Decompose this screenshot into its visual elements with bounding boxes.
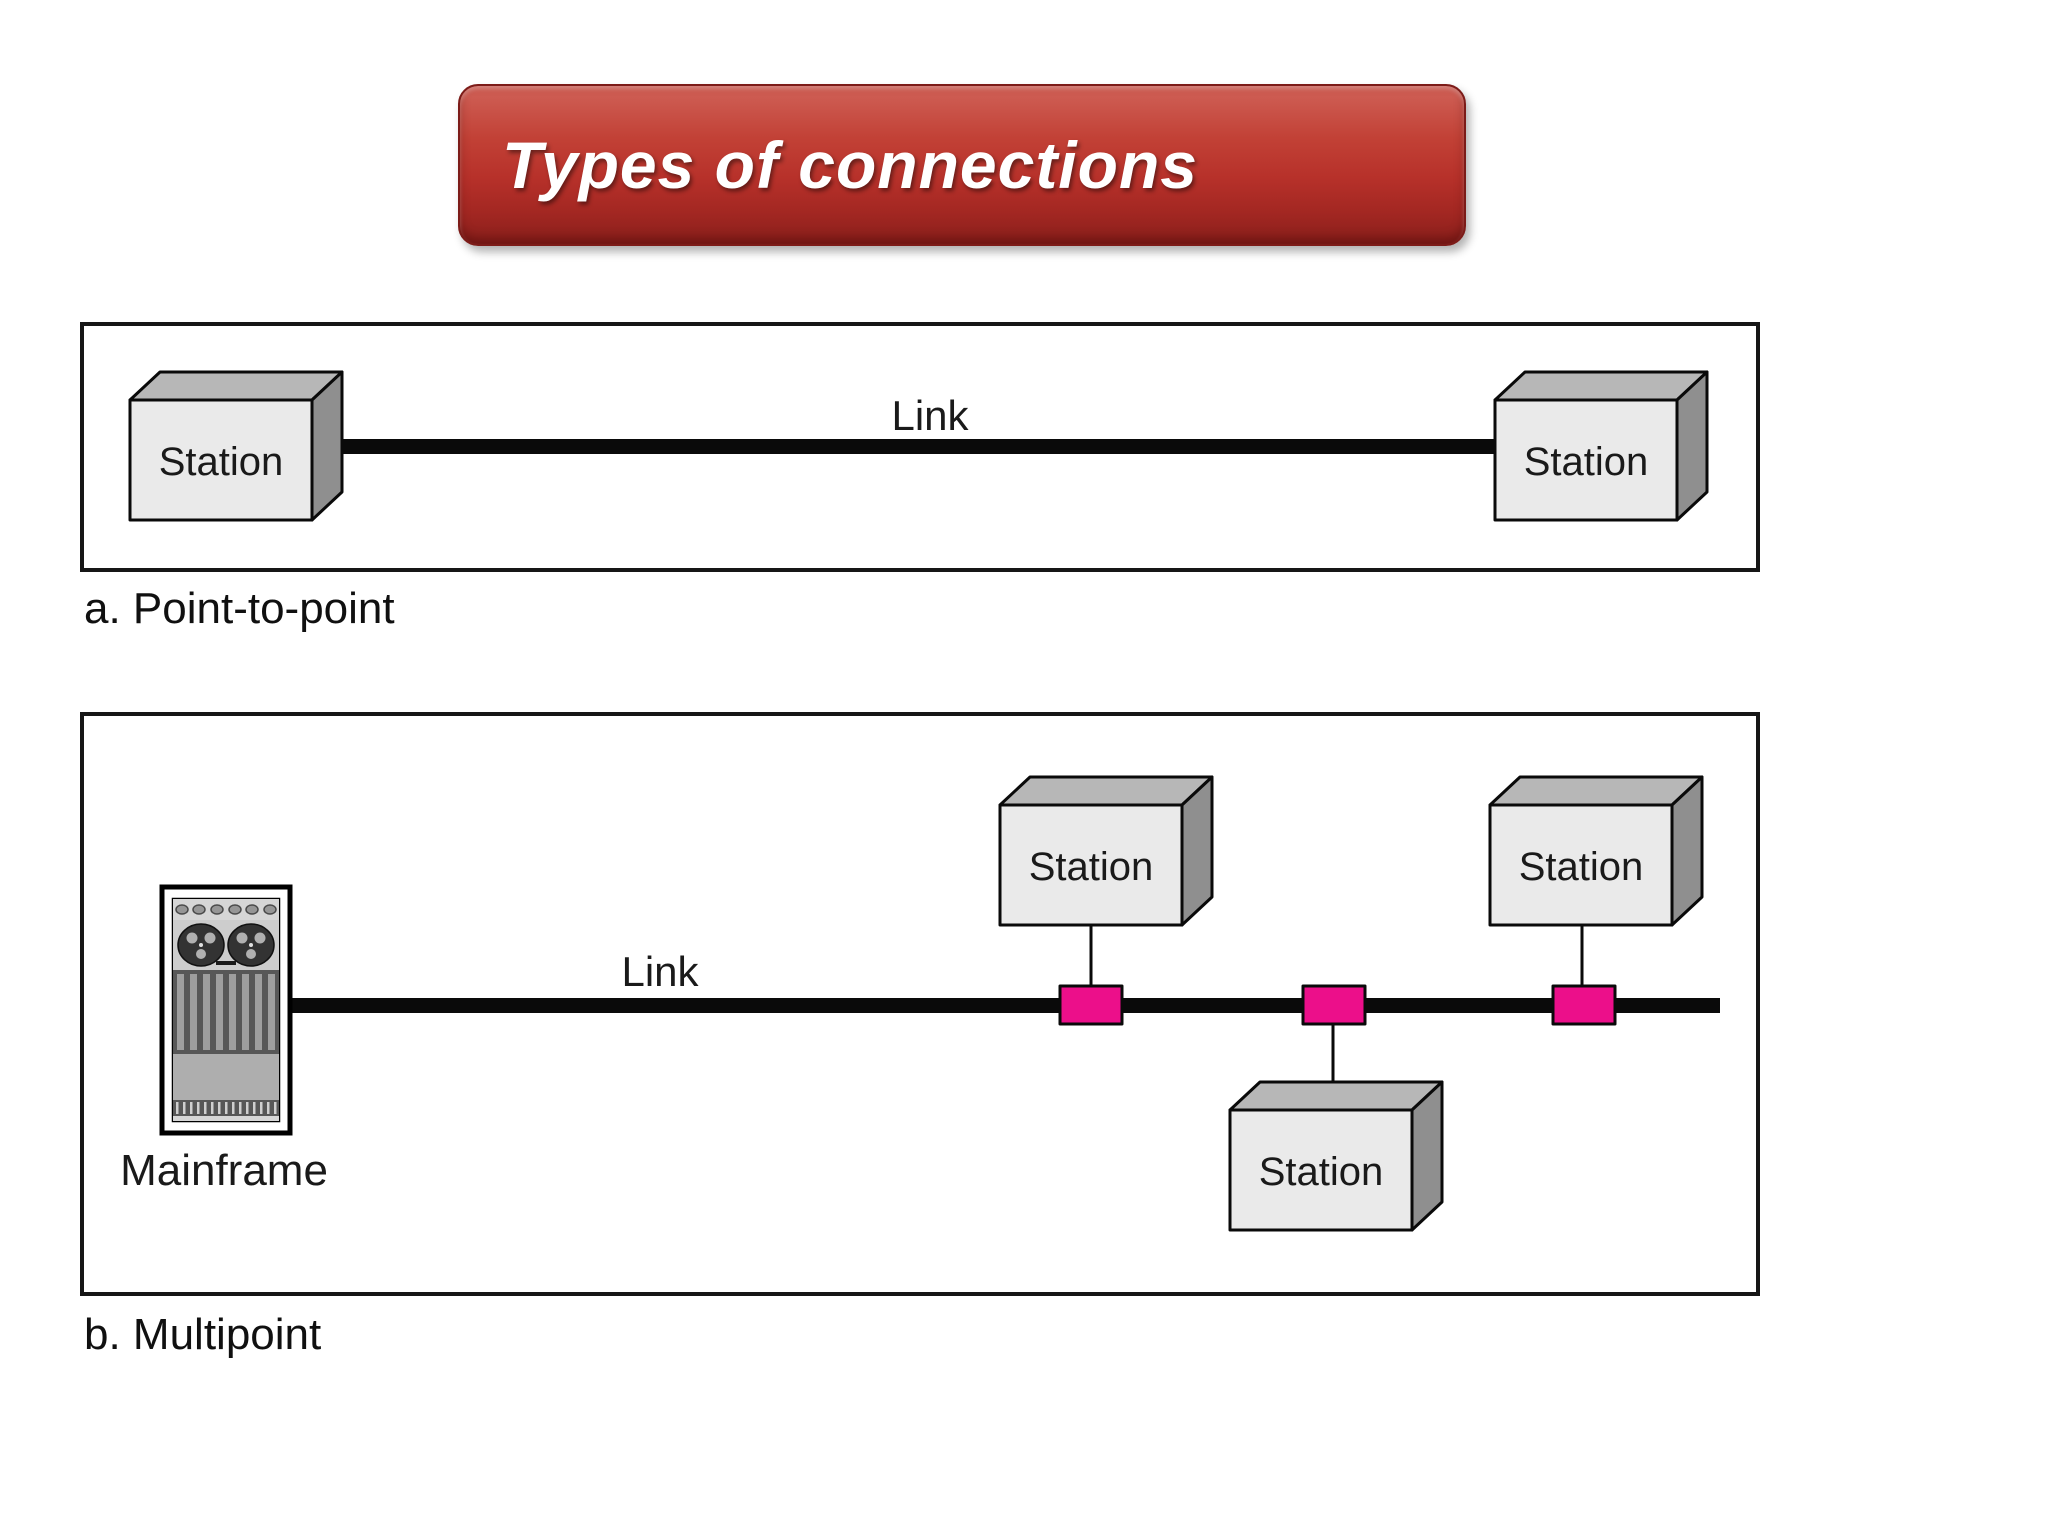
station-box-top: [128, 370, 344, 402]
station-box-front: [998, 803, 1184, 927]
link-label: Link: [621, 948, 699, 995]
page-title: Types of connections: [502, 128, 1198, 202]
panel-point-to-point: Link Station Station: [80, 322, 1760, 572]
mainframe-tape-reels: [173, 920, 279, 970]
mainframe-label: Mainframe: [120, 1146, 328, 1195]
station-box-front: [1493, 398, 1679, 522]
station-box-front: [1488, 803, 1674, 927]
station-box: Station: [128, 370, 344, 522]
multipoint-diagram: Link Station Station: [120, 775, 1720, 1232]
station-box-top: [1228, 1080, 1444, 1112]
station-label: Station: [159, 440, 284, 484]
station-box-side: [310, 370, 344, 522]
title-banner: Types of connections: [458, 84, 1466, 246]
mainframe-base-strip: [173, 1116, 279, 1121]
station-box: Station: [998, 775, 1214, 927]
station-label: Station: [1519, 845, 1644, 889]
point-to-point-diagram: Link Station Station: [128, 370, 1709, 522]
station-label: Station: [1524, 440, 1649, 484]
station-box-front: [1228, 1108, 1414, 1232]
bus-tap: [1301, 984, 1367, 1026]
bus-tap: [1058, 984, 1124, 1026]
mainframe-panel: [173, 1054, 279, 1100]
station-box-side: [1675, 370, 1709, 522]
station-box-front: [128, 398, 314, 522]
station-label: Station: [1029, 845, 1154, 889]
link-label: Link: [891, 392, 969, 439]
caption-point-to-point: a. Point-to-point: [84, 584, 395, 633]
bus-tap: [1551, 984, 1617, 1026]
station-box: Station: [1493, 370, 1709, 522]
station-box-top: [998, 775, 1214, 807]
bus-link-line: [289, 998, 1720, 1013]
mainframe-icon: [159, 884, 293, 1136]
caption-multipoint: b. Multipoint: [84, 1310, 322, 1359]
station-box-side: [1410, 1080, 1444, 1232]
station-box: Station: [1488, 775, 1704, 927]
station-box-side: [1180, 775, 1214, 927]
station-box-side: [1670, 775, 1704, 927]
station-box-top: [1488, 775, 1704, 807]
mainframe-knobs: [173, 899, 279, 920]
link-line: [306, 439, 1506, 454]
station-box: Station: [1228, 1080, 1444, 1232]
panel-multipoint: Link Station Station: [80, 712, 1760, 1296]
mainframe-slats: [173, 970, 279, 1054]
station-box-top: [1493, 370, 1709, 402]
mainframe-vents: [173, 1100, 279, 1116]
station-label: Station: [1259, 1150, 1384, 1194]
